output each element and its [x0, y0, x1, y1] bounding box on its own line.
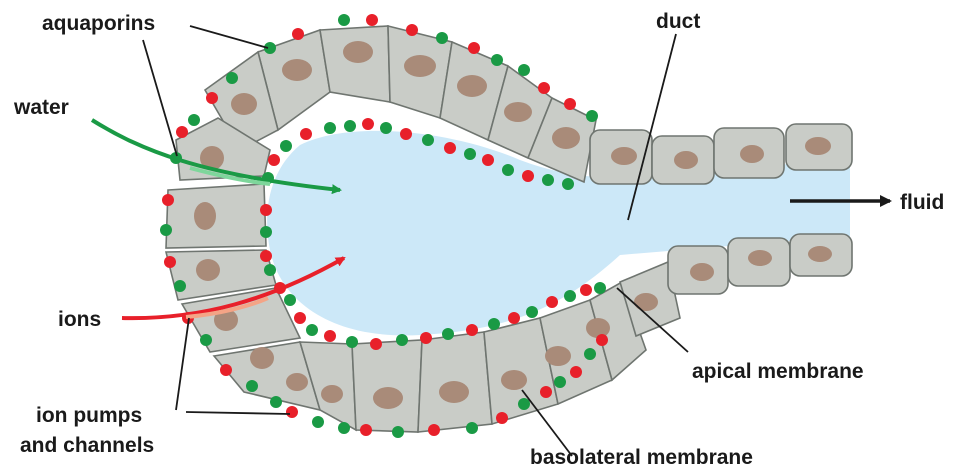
ion-pump-dot [260, 204, 272, 216]
aquaporin-dot [554, 376, 566, 388]
aquaporin-dot [312, 416, 324, 428]
aquaporin-dot [306, 324, 318, 336]
aquaporin-dot [346, 336, 358, 348]
ion-pump-dot [286, 406, 298, 418]
ion-pump-dot [538, 82, 550, 94]
aquaporin-dot [594, 282, 606, 294]
ion-pump-dot [292, 28, 304, 40]
aquaporin-dot [380, 122, 392, 134]
ion-pump-dot [580, 284, 592, 296]
label-fluid: fluid [900, 191, 944, 214]
label-ion-pumps-2: and channels [20, 434, 154, 457]
aquaporin-dot [584, 348, 596, 360]
aquaporin-dot [586, 110, 598, 122]
aquaporin-dot [542, 174, 554, 186]
aquaporin-dot [284, 294, 296, 306]
aquaporin-dot [344, 120, 356, 132]
ion-pump-dot [444, 142, 456, 154]
aquaporin-dot [260, 226, 272, 238]
ion-pump-dot [570, 366, 582, 378]
ion-pump-dot [596, 334, 608, 346]
aquaporin-dot [564, 290, 576, 302]
ion-pump-dot [370, 338, 382, 350]
ion-pump-dot [564, 98, 576, 110]
aquaporin-dot [174, 280, 186, 292]
ion-pump-dot [546, 296, 558, 308]
aquaporin-dot [442, 328, 454, 340]
ion-pump-dot [366, 14, 378, 26]
aquaporin-dot [324, 122, 336, 134]
ion-pump-dot [400, 128, 412, 140]
ion-pump-dot [268, 154, 280, 166]
aquaporin-dot [264, 264, 276, 276]
aquaporin-dot [526, 306, 538, 318]
label-ions: ions [58, 308, 101, 331]
ion-pump-dot [362, 118, 374, 130]
label-ion-pumps-1: ion pumps [36, 404, 142, 427]
aquaporin-dot [338, 422, 350, 434]
ion-pump-dot [300, 128, 312, 140]
aquaporin-dot [436, 32, 448, 44]
ion-pump-dot [206, 92, 218, 104]
ion-pump-dot [260, 250, 272, 262]
ion-pump-dot [220, 364, 232, 376]
aquaporin-dot [200, 334, 212, 346]
ion-pump-dot [162, 194, 174, 206]
ion-pump-dot [466, 324, 478, 336]
ion-pump-dot [508, 312, 520, 324]
aquaporin-dot [396, 334, 408, 346]
label-basolateral-membrane: basolateral membrane [530, 446, 753, 469]
ion-pump-dot [482, 154, 494, 166]
label-aquaporins: aquaporins [42, 12, 155, 35]
ion-pump-dot [496, 412, 508, 424]
ion-pump-dot [540, 386, 552, 398]
aquaporin-dot [422, 134, 434, 146]
label-duct: duct [656, 10, 700, 33]
aquaporin-dot [518, 64, 530, 76]
aquaporin-dot [488, 318, 500, 330]
ion-pump-dot [164, 256, 176, 268]
aquaporin-dot [392, 426, 404, 438]
aquaporin-dot [280, 140, 292, 152]
ion-pump-dot [406, 24, 418, 36]
ion-pump-dot [176, 126, 188, 138]
aquaporin-dot [160, 224, 172, 236]
ion-pump-dot [420, 332, 432, 344]
aquaporin-dot [464, 148, 476, 160]
aquaporin-dot [562, 178, 574, 190]
aquaporin-dot [466, 422, 478, 434]
label-water: water [13, 96, 69, 119]
aquaporin-dot [518, 398, 530, 410]
aquaporin-dot [491, 54, 503, 66]
label-apical-membrane: apical membrane [692, 360, 864, 383]
ion-pump-dot [468, 42, 480, 54]
ion-pump-dot [522, 170, 534, 182]
aquaporin-dot [188, 114, 200, 126]
aquaporin-dot [226, 72, 238, 84]
ion-pump-dot [324, 330, 336, 342]
ion-pump-dot [294, 312, 306, 324]
aquaporin-dot [270, 396, 282, 408]
aquaporin-dot [502, 164, 514, 176]
aquaporin-dot [246, 380, 258, 392]
ion-pump-dot [428, 424, 440, 436]
ion-pump-dot [360, 424, 372, 436]
aquaporin-dot [338, 14, 350, 26]
